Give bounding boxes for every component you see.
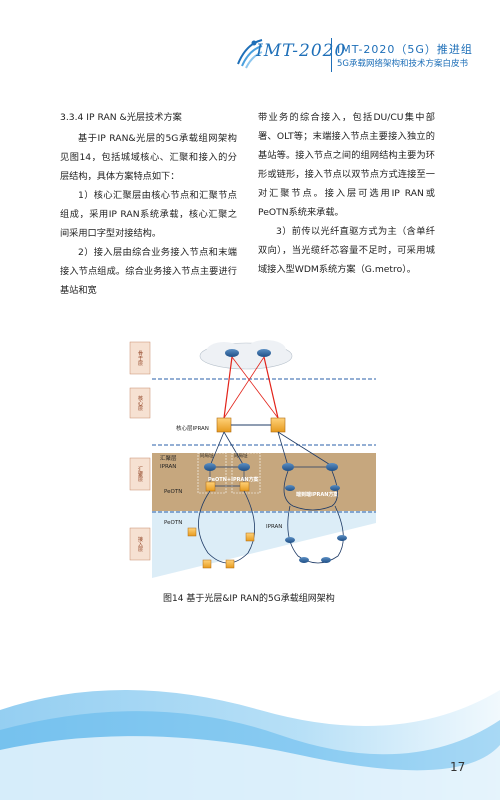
access-ipran-router-icon [285,535,347,563]
aggregation-router-icon [204,463,338,471]
layer-label-core: 核心层 [129,387,151,419]
page-number: 17 [450,760,466,774]
backbone-router-icon [225,349,271,357]
section-title: 3.3.4 IP RAN &光层技术方案 [60,112,182,123]
header-title: IMT-2020（5G）推进组 [337,43,473,56]
layer-label-access-text: 接入层 [137,536,143,553]
paragraph: 3）前传以光纤直驱方式为主（含单纤双向），当光缆纤芯容量不足时，可采用城域接入型… [258,226,435,275]
same-site-label-2: 同局址 [234,452,248,459]
layer-label-core-text: 核心层 [137,395,143,412]
imt-logo-icon [237,39,263,69]
layer-label-aggregation: 汇聚层 [129,457,151,491]
logo-text: IMT-2020 [256,41,347,61]
same-site-label-1: 同局址 [200,452,214,459]
layer-label-access: 接入层 [129,527,151,561]
wave-decoration [0,690,500,800]
header-divider [331,38,332,72]
core-iptran-label: 核心层IPRAN [176,424,209,432]
right-column: 带业务的综合接入，包括DU/CU集中部署、OLT等；末端接入节点主要接入独立的基… [258,108,435,279]
core-switch-icon [216,417,286,433]
scheme-right-label: 端到端IPRAN方案 [296,491,339,498]
aggregation-peotn-label: PeOTN [164,489,182,495]
aggregation-iptran-label-a: 汇聚层 [160,454,177,462]
paragraph: 1）核心汇聚层由核心节点和汇聚节点组成，采用IP RAN系统承载，核心汇聚之间采… [60,190,237,239]
aggregation-iptran-label-b: IPRAN [160,464,176,470]
peotn-node-icon [205,481,250,492]
paragraph: 2）接入层由综合业务接入节点和末端接入节点组成。综合业务接入节点主要进行基站和宽 [60,247,237,296]
figure-caption: 图14 基于光层&IP RAN的5G承载组网架构 [163,594,335,604]
access-peotn-label: PeOTN [164,520,182,526]
aggregation-band [152,453,376,511]
layer-label-backbone-text: 骨干层 [137,351,143,367]
layer-label-backbone: 骨干层 [129,341,151,375]
backbone-cloud-icon [199,340,293,370]
page-header: IMT-2020 IMT-2020（5G）推进组 5G承载网络架构和技术方案白皮… [0,0,500,80]
header-subtitle: 5G承载网络架构和技术方案白皮书 [337,59,468,69]
aggregation-ring-router-icon [285,485,340,491]
layer-label-aggregation-text: 汇聚层 [137,466,143,483]
scheme-left-label: PeOTN+IPRAN方案 [208,476,260,483]
paragraph: 带业务的综合接入，包括DU/CU集中部署、OLT等；末端接入节点主要接入独立的基… [258,112,435,218]
left-column: 3.3.4 IP RAN &光层技术方案 基于IP RAN&光层的5G承载组网架… [60,108,237,300]
access-peotn-node-icon [187,527,255,569]
paragraph: 基于IP RAN&光层的5G承载组网架构见图14，包括城域核心、汇聚和接入的分层… [60,133,237,182]
access-ipran-label: IPRAN [266,524,282,530]
network-architecture-diagram: 骨干层 核心层 汇聚层 接入层 核心层IPRAN 同局址 同局址 [129,340,376,578]
